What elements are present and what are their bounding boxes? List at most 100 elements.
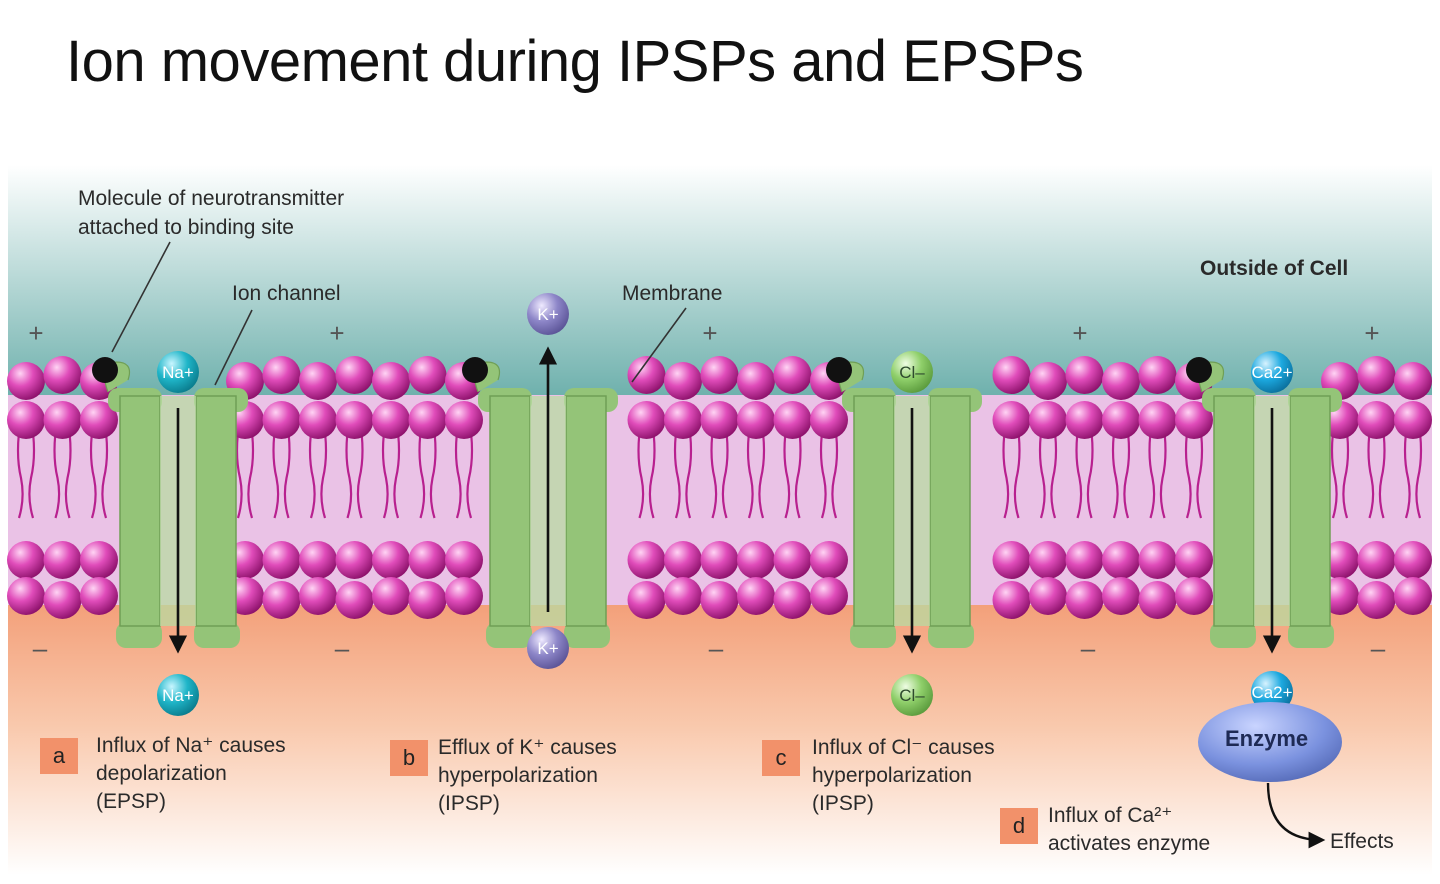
lipid-tail — [1196, 417, 1204, 519]
ion-ca-label: Ca2+ — [1251, 363, 1292, 382]
lipid-tail — [1415, 417, 1423, 519]
lipid-head — [1065, 541, 1104, 579]
panel-text-line: Influx of Cl⁻ causes — [812, 736, 995, 759]
lipid-head — [810, 577, 848, 615]
lipid-head — [7, 577, 45, 615]
lipid-head — [80, 577, 118, 615]
lipid-head — [372, 577, 410, 615]
neurotransmitter-molecule — [826, 357, 852, 383]
lipid-tail — [393, 417, 401, 519]
lipid-head — [773, 581, 812, 619]
channel-cap — [1288, 622, 1334, 648]
ion-ca-sphere — [1251, 351, 1293, 393]
panel-badge — [390, 740, 428, 776]
negative-sign: – — [1371, 633, 1386, 663]
lipid-tail — [1075, 417, 1083, 519]
panel-badge — [40, 738, 78, 774]
lipid-head — [408, 581, 447, 619]
lipid-head — [1357, 581, 1396, 619]
ion-na-sphere — [157, 351, 199, 393]
lipid-head — [1138, 541, 1177, 579]
lipid-tail — [746, 417, 754, 519]
panel-text-line: hyperpolarization — [438, 764, 598, 787]
lipid-tail — [356, 417, 364, 519]
ion-channel-cl: Cl–Cl– — [826, 351, 982, 716]
lipid-head — [1029, 362, 1067, 400]
lipid-head — [1102, 541, 1140, 579]
slide-title: Ion movement during IPSPs and EPSPs — [66, 29, 1084, 94]
lipid-head — [372, 401, 410, 439]
panel-badge — [1000, 808, 1038, 844]
lipid-head — [1394, 401, 1432, 439]
lipid-head — [335, 356, 374, 394]
panel-letter: b — [403, 745, 415, 770]
lipid-head — [1394, 577, 1432, 615]
lipid-head — [335, 581, 374, 619]
lipid-head — [335, 401, 374, 439]
lipid-head — [627, 581, 666, 619]
panel-text-line: (IPSP) — [438, 792, 500, 815]
ion-na-sphere — [157, 674, 199, 716]
charge-signs: +++++––––– — [28, 318, 1385, 663]
neurotransmitter-label-line1: Molecule of neurotransmitter — [78, 187, 344, 210]
lipid-head — [372, 362, 410, 400]
lipid-head — [43, 581, 82, 619]
lipid-head — [737, 577, 775, 615]
membrane-leader — [631, 307, 687, 383]
lipid-head — [7, 401, 45, 439]
lipid-tail — [320, 417, 328, 519]
panel-text-line: Influx of Na⁺ causes — [96, 734, 286, 757]
panel-text-line: (IPSP) — [812, 792, 874, 815]
lipid-head — [262, 581, 301, 619]
lipid-head — [700, 541, 739, 579]
panel-text-line: Efflux of K⁺ causes — [438, 736, 617, 759]
lipid-head — [664, 362, 702, 400]
ion-k-sphere — [527, 293, 569, 335]
panel-text-line: Influx of Ca²⁺ — [1048, 804, 1172, 827]
lipid-head — [664, 401, 702, 439]
positive-sign: + — [28, 318, 43, 348]
lipid-head — [1175, 401, 1213, 439]
lipid-tail — [345, 417, 353, 519]
ion-k-sphere — [527, 627, 569, 669]
lipid-head — [737, 541, 775, 579]
channel-cap — [850, 622, 896, 648]
lipid-head — [664, 577, 702, 615]
lipid-head — [773, 401, 812, 439]
positive-sign: + — [702, 318, 717, 348]
lipid-head — [1138, 356, 1177, 394]
lipid-tail — [381, 417, 389, 519]
lipid-tail — [235, 417, 243, 519]
lipid-head — [810, 401, 848, 439]
panel-text-line: hyperpolarization — [812, 764, 972, 787]
panel-letter: d — [1013, 813, 1025, 838]
lipid-tail — [28, 417, 36, 519]
lipid-head — [1357, 541, 1396, 579]
lipid-tail — [1367, 417, 1375, 519]
lipid-tail — [648, 417, 656, 519]
neurotransmitter-molecule — [462, 357, 488, 383]
lipid-head — [992, 541, 1031, 579]
lipid-head — [445, 577, 483, 615]
lipid-head — [7, 541, 45, 579]
lipid-head — [1175, 577, 1213, 615]
negative-sign: – — [33, 633, 48, 663]
lipid-tail — [418, 417, 426, 519]
lipid-head — [627, 541, 666, 579]
lipid-tail — [308, 417, 316, 519]
negative-sign: – — [1081, 633, 1096, 663]
ion-k-label: K+ — [537, 639, 558, 658]
lipid-head — [1102, 577, 1140, 615]
lipid-head — [992, 356, 1031, 394]
channel-cap — [194, 622, 240, 648]
lipid-head — [627, 401, 666, 439]
lipid-tail — [283, 417, 291, 519]
ion-channel-k: K+K+ — [462, 293, 618, 669]
lipid-head — [1065, 356, 1104, 394]
lipid-tail — [454, 417, 462, 519]
lipid-head — [700, 356, 739, 394]
